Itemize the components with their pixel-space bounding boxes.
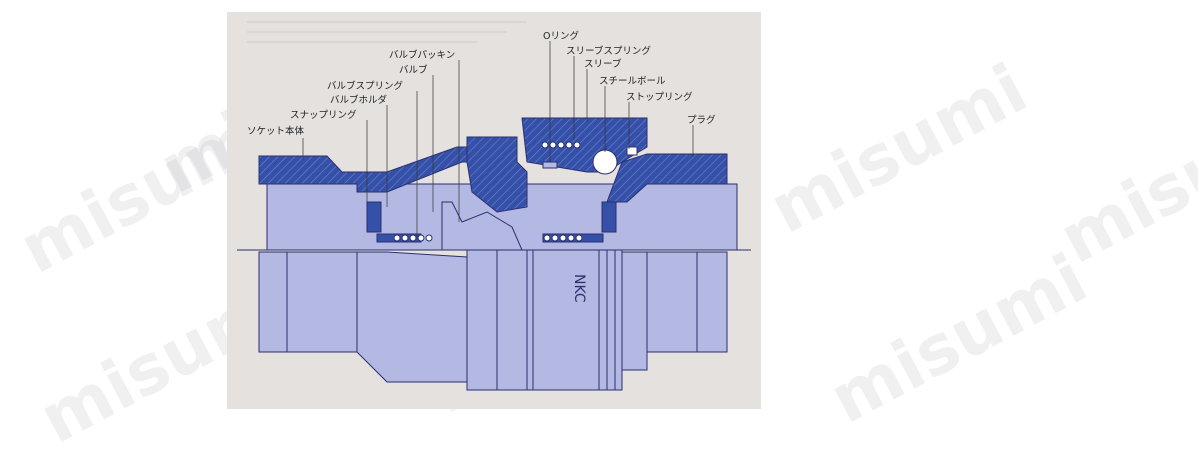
label-steel-ball: スチールボール — [599, 76, 666, 87]
label-socket-body: ソケット本体 — [247, 125, 305, 137]
sleeve-spring — [541, 141, 581, 149]
faded-background-text — [247, 21, 527, 43]
valve-holder — [366, 201, 382, 233]
stop-ring — [626, 146, 638, 156]
socket-nut-outer — [258, 251, 358, 353]
label-plug: プラグ — [687, 114, 716, 126]
label-stop-ring: ストップリング — [626, 91, 693, 103]
hex-outer — [466, 247, 498, 391]
o-ring — [542, 161, 558, 169]
valve-holder-right — [601, 201, 617, 233]
watermark: misumi — [1047, 79, 1198, 280]
label-valve: バルブ — [399, 64, 428, 76]
label-sleeve-spring: スリーブスプリング — [566, 45, 651, 57]
coupling-diagram: NKC ソケット本体 スナップリング バルブホルダ バルブスプリング バルブ バ… — [237, 21, 751, 391]
label-sleeve: スリーブ — [584, 58, 622, 70]
watermark: misumi — [817, 239, 1100, 440]
sleeve-outer — [496, 247, 623, 391]
label-valve-packing: バルブパッキン — [389, 49, 455, 61]
hex-body-section — [466, 136, 528, 213]
coupling-outer-view — [258, 247, 728, 391]
label-valve-holder: バルブホルダ — [330, 94, 388, 106]
label-o-ring: Oリング — [543, 30, 579, 42]
coupling-cross-section-figure: NKC ソケット本体 スナップリング バルブホルダ バルブスプリング バルブ バ… — [227, 12, 761, 409]
label-snap-ring: スナップリング — [290, 109, 357, 121]
valve-poppet — [441, 201, 523, 251]
steel-ball — [592, 149, 618, 175]
coupling-cross-section — [258, 117, 738, 251]
callouts: ソケット本体 スナップリング バルブホルダ バルブスプリング バルブ バルブパッ… — [247, 30, 716, 238]
socket-body-outer — [356, 251, 468, 383]
plug-nut-outer — [646, 251, 728, 353]
nkc-mark: NKC — [571, 274, 587, 303]
label-valve-spring: バルブスプリング — [327, 80, 404, 92]
plug-neck-outer — [621, 251, 648, 371]
valve-spring — [393, 234, 583, 242]
watermark: misumi — [757, 49, 1040, 250]
